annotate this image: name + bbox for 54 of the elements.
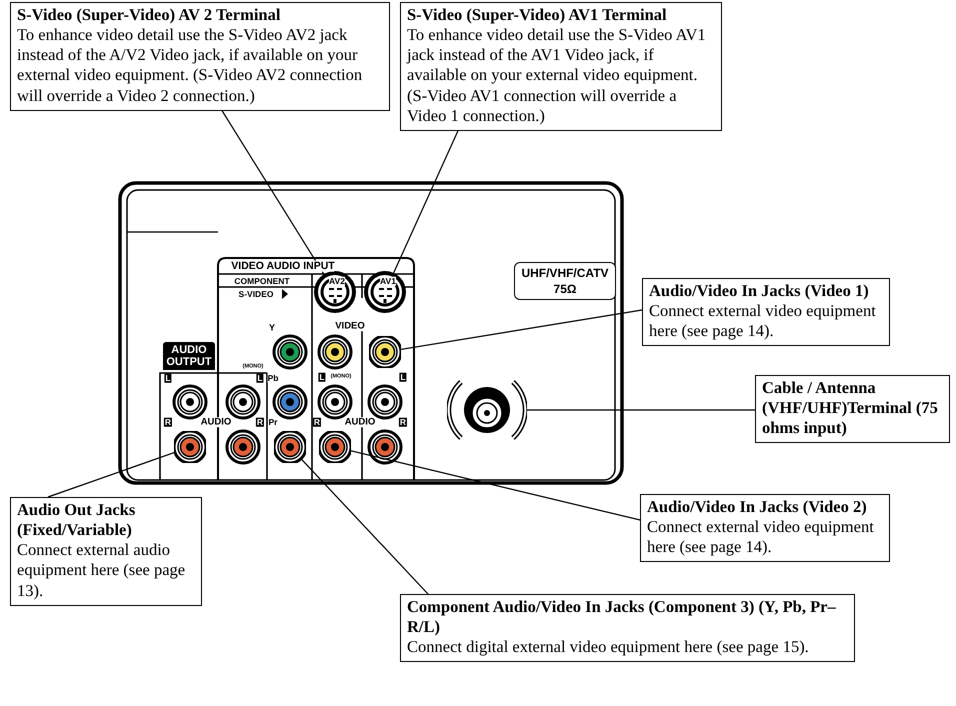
- leader-line: [527, 409, 755, 411]
- callout-box: [400, 594, 855, 662]
- panel-label: VIDEO AUDIO INPUT: [231, 260, 335, 272]
- callout-text: To enhance video detail use the S-Video AV2 jack instead of the A/V2 Video jack, if available on your external video equipment. (S-Video AV2 connection will override a Video 2 connection.): [17, 25, 364, 106]
- panel-label: AUDIO: [344, 417, 376, 427]
- panel-label: Y: [269, 324, 275, 332]
- channel-marker: L: [256, 374, 264, 382]
- callout-heading: Audio/Video In Jacks (Video 1): [649, 281, 870, 302]
- callout-box: [400, 2, 722, 131]
- s-video-jack: [314, 271, 356, 313]
- leader-line: [300, 458, 428, 594]
- panel-label: VIDEO: [335, 321, 365, 331]
- channel-marker: L: [164, 374, 172, 382]
- callout-box: [755, 375, 950, 444]
- leader-line: [48, 452, 176, 498]
- rca-jack: [319, 431, 351, 463]
- rca-jack: [174, 431, 206, 463]
- s-video-jack: [364, 271, 406, 313]
- channel-marker: L: [399, 372, 407, 382]
- callout-heading: S-Video (Super-Video) AV 2 Terminal: [17, 5, 282, 26]
- callout-text: Connect external video equipment here (see page 14).: [649, 301, 877, 342]
- callout-box: [10, 497, 202, 606]
- callout-text: Connect external audio equipment here (see page 13).: [17, 540, 186, 601]
- channel-marker: R: [398, 418, 408, 426]
- panel-label: COMPONENT: [234, 276, 290, 286]
- channel-marker: R: [256, 418, 264, 426]
- callout-text: To enhance video detail use the S-Video AV1 jack instead of the AV1 Video jack, if available on your external video equipment. (S-Video AV1 connection will override a Video 1 connection.): [407, 25, 707, 126]
- channel-marker: L: [318, 372, 326, 382]
- callout-heading: Audio/Video In Jacks (Video 2): [647, 497, 868, 518]
- callout-box: [10, 2, 390, 111]
- leader-line: [393, 130, 459, 274]
- antenna-input-label: UHF/VHF/CATV 75Ω: [514, 262, 616, 300]
- panel-label: AUDIO: [200, 417, 232, 427]
- callout-text: Connect digital external video equipment here (see page 15).: [407, 637, 810, 658]
- callout-heading: Cable / Antenna (VHF/UHF)Terminal (75 ohms input): [762, 378, 939, 438]
- rca-jack: [274, 431, 306, 463]
- channel-marker: R: [312, 418, 322, 426]
- panel-label: AV1: [380, 276, 396, 286]
- rca-jack: [369, 336, 401, 368]
- leader-line: [400, 309, 642, 350]
- leader-line: [350, 450, 640, 521]
- panel-label: AV2: [329, 276, 345, 286]
- callout-heading: S-Video (Super-Video) AV1 Terminal: [407, 5, 668, 26]
- panel-label: Pr: [268, 418, 278, 426]
- panel-label: Pb: [268, 374, 278, 382]
- callout-heading: Component Audio/Video In Jacks (Component 3) (Y, Pb, Pr–R/L): [407, 597, 837, 638]
- leader-line: [222, 110, 324, 274]
- callout-heading: Audio Out Jacks (Fixed/Variable): [17, 500, 136, 540]
- panel-label: S-VIDEO: [238, 290, 274, 298]
- callout-box: [642, 278, 890, 346]
- section-heading: AUDIO OUTPUT: [163, 342, 215, 370]
- callout-box: [640, 494, 890, 562]
- callout-text: Connect external video equipment here (see page 14).: [647, 517, 875, 558]
- channel-marker: R: [164, 418, 172, 426]
